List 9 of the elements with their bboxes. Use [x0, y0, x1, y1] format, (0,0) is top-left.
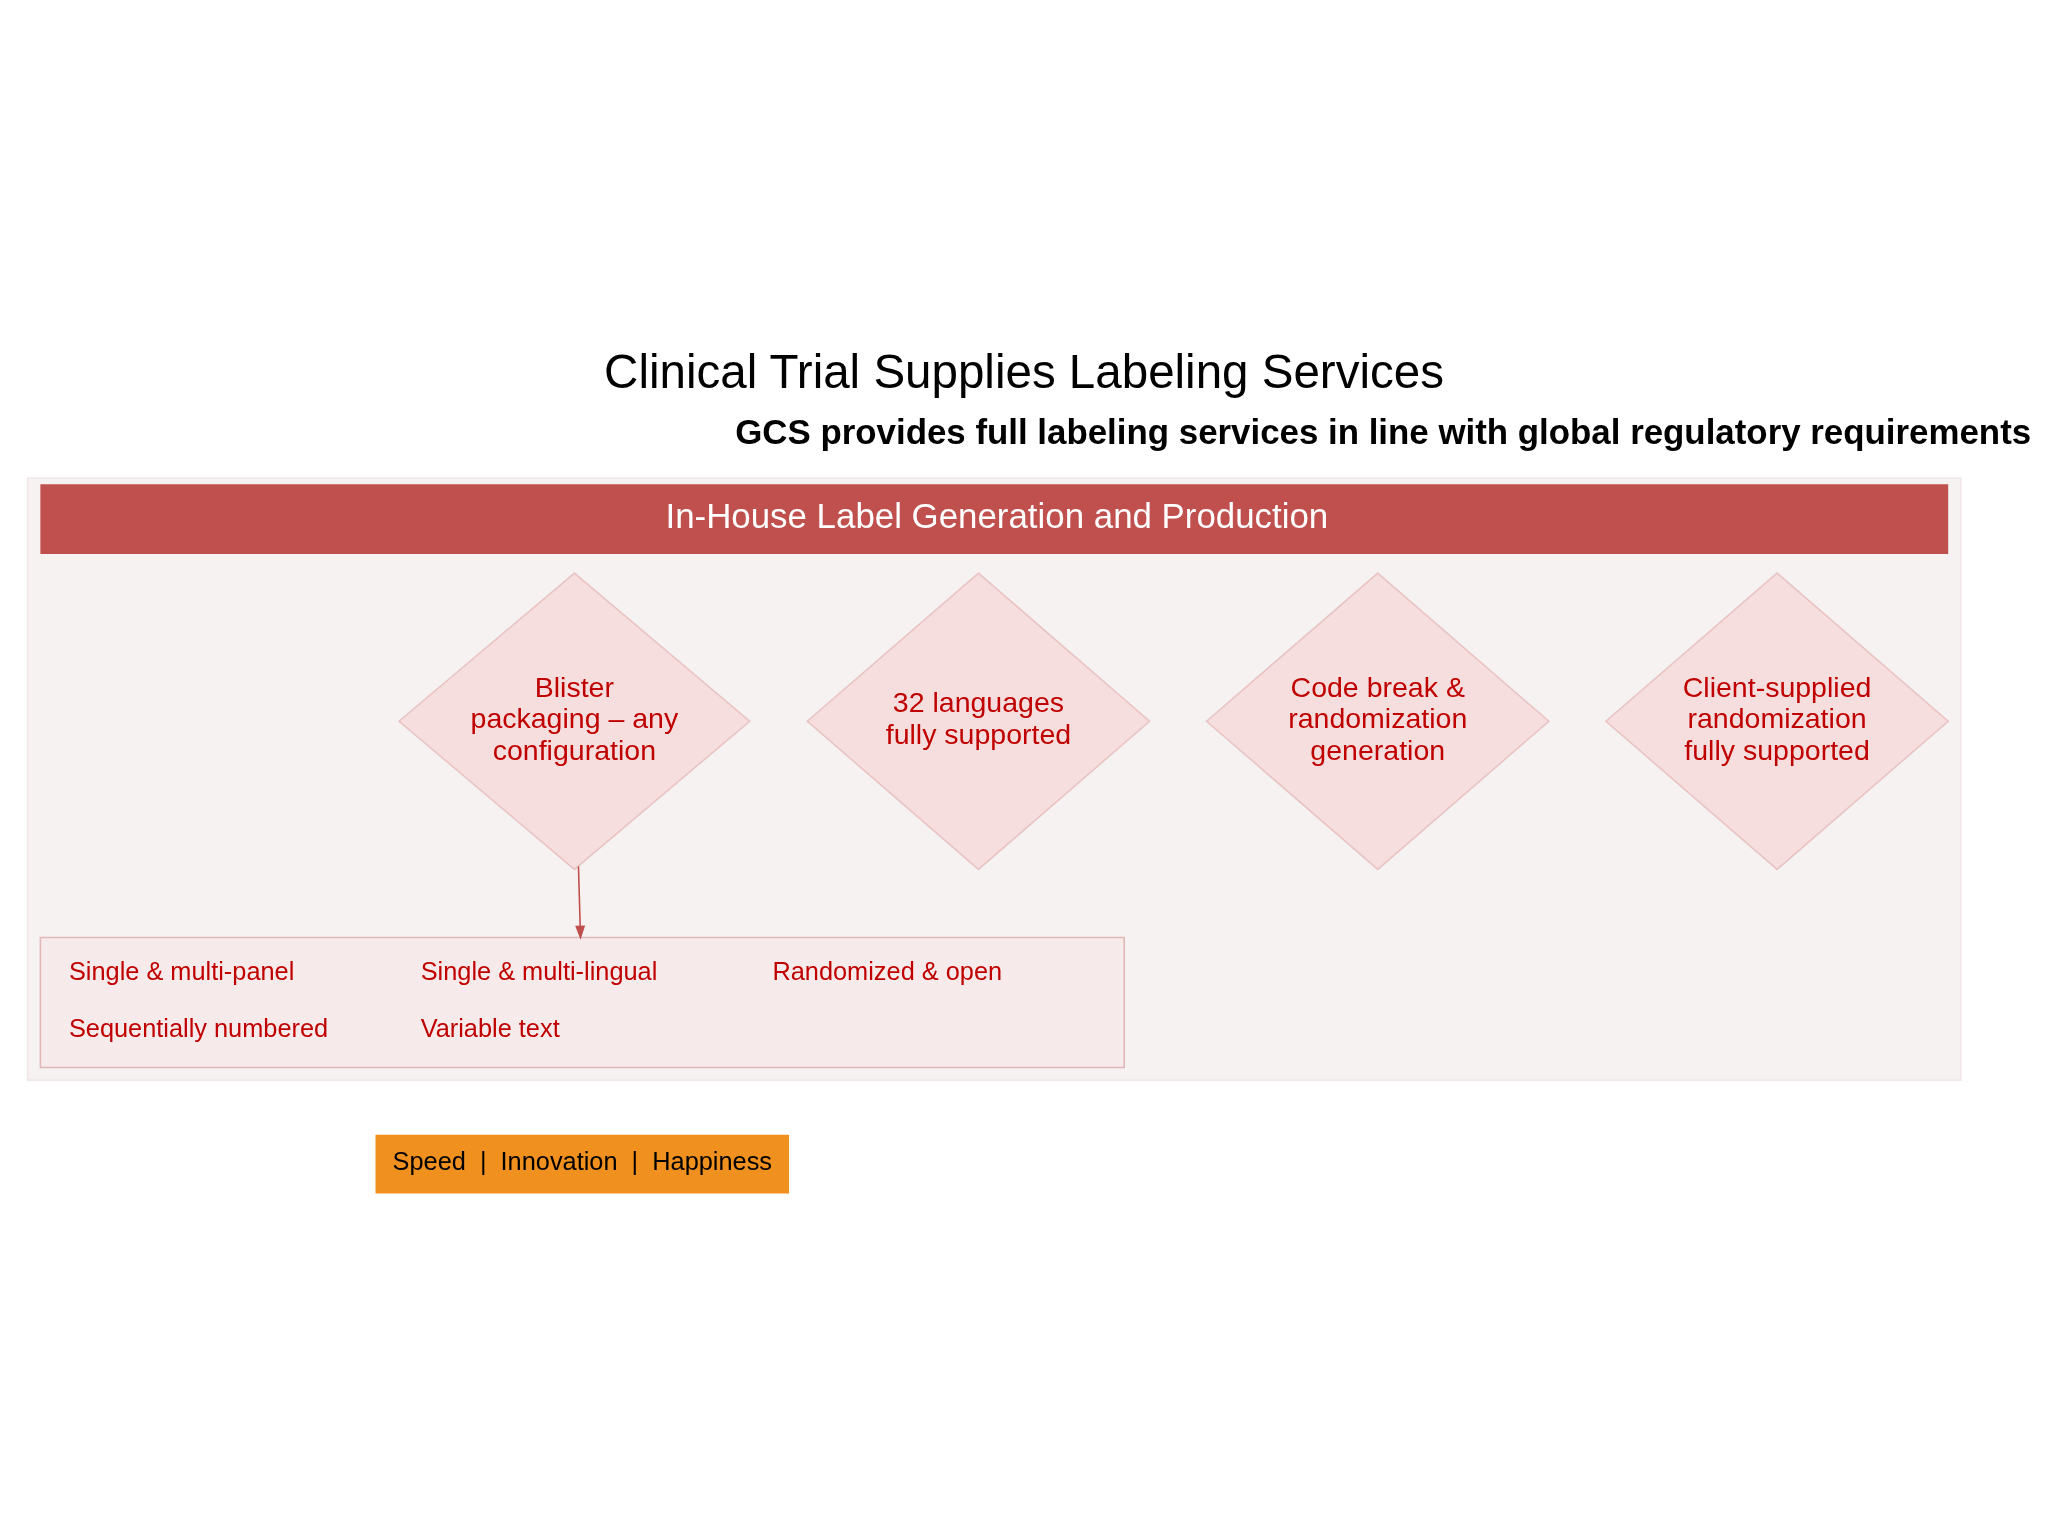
node-diamond: Code break & randomization generation	[1205, 572, 1551, 871]
arrow	[575, 865, 586, 940]
diagram-title: Clinical Trial Supplies Labeling Services	[604, 344, 1444, 398]
node-diamond: 32 languages fully supported	[806, 572, 1151, 871]
node-box: Single & multi-panel Single & multi-lingual Randomized & open Sequentially numbered Variable text	[39, 936, 1125, 1069]
label: GCS provides full labeling services in line with global regulatory requirements	[735, 412, 2032, 452]
label: Speed | Innovation | Happiness	[392, 1147, 773, 1176]
node-diamond: Blister packaging – any configuration	[397, 572, 751, 871]
node-diamond: Client-supplied randomization fully supported	[1604, 572, 1950, 871]
